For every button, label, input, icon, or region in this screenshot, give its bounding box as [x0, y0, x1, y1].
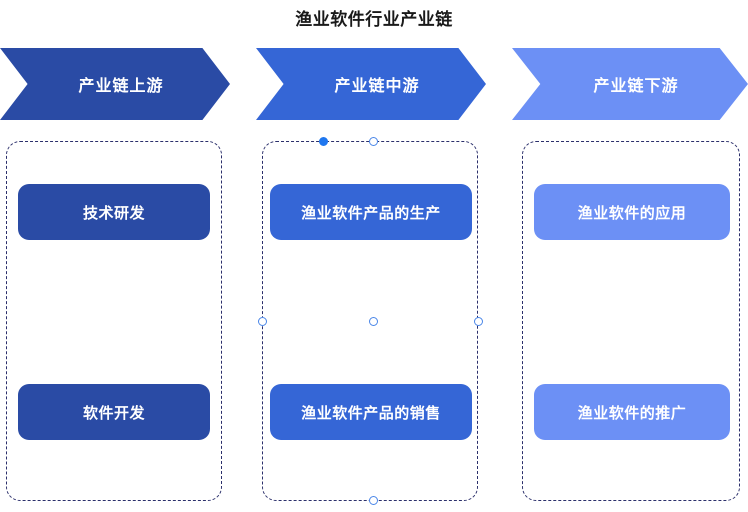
stage-container-upstream[interactable] [6, 141, 222, 501]
selection-handle-rotate[interactable] [319, 137, 328, 146]
stage-item-label: 软件开发 [82, 404, 145, 422]
stage-item-label: 渔业软件的应用 [577, 204, 687, 222]
stage-item[interactable]: 软件开发 [18, 384, 210, 440]
stage-item[interactable]: 渔业软件产品的销售 [270, 384, 472, 440]
stage-item[interactable]: 技术研发 [18, 184, 210, 240]
selection-handle-middle-right[interactable] [474, 317, 483, 326]
stage-item-label: 渔业软件产品的生产 [301, 204, 441, 222]
stage-item[interactable]: 渔业软件的应用 [534, 184, 730, 240]
stage-item[interactable]: 渔业软件的推广 [534, 384, 730, 440]
stage-item-label: 渔业软件的推广 [577, 404, 687, 422]
page-title: 渔业软件行业产业链 [295, 10, 453, 29]
selection-handle-bottom-center[interactable] [369, 496, 378, 505]
stage-header-downstream[interactable]: 产业链下游 [512, 48, 748, 120]
selection-handle-top-center[interactable] [369, 137, 378, 146]
stage-item-label: 渔业软件产品的销售 [301, 404, 441, 422]
selection-handle-middle-left[interactable] [258, 317, 267, 326]
stage-header-label: 产业链下游 [593, 78, 679, 95]
selection-handle-center[interactable] [369, 317, 378, 326]
stage-header-upstream[interactable]: 产业链上游 [0, 48, 230, 120]
stage-header-label: 产业链上游 [78, 78, 164, 95]
stage-container-downstream[interactable] [522, 141, 740, 501]
stage-header-label: 产业链中游 [334, 78, 420, 95]
stage-item[interactable]: 渔业软件产品的生产 [270, 184, 472, 240]
stage-item-label: 技术研发 [82, 204, 145, 222]
stage-header-midstream[interactable]: 产业链中游 [256, 48, 486, 120]
